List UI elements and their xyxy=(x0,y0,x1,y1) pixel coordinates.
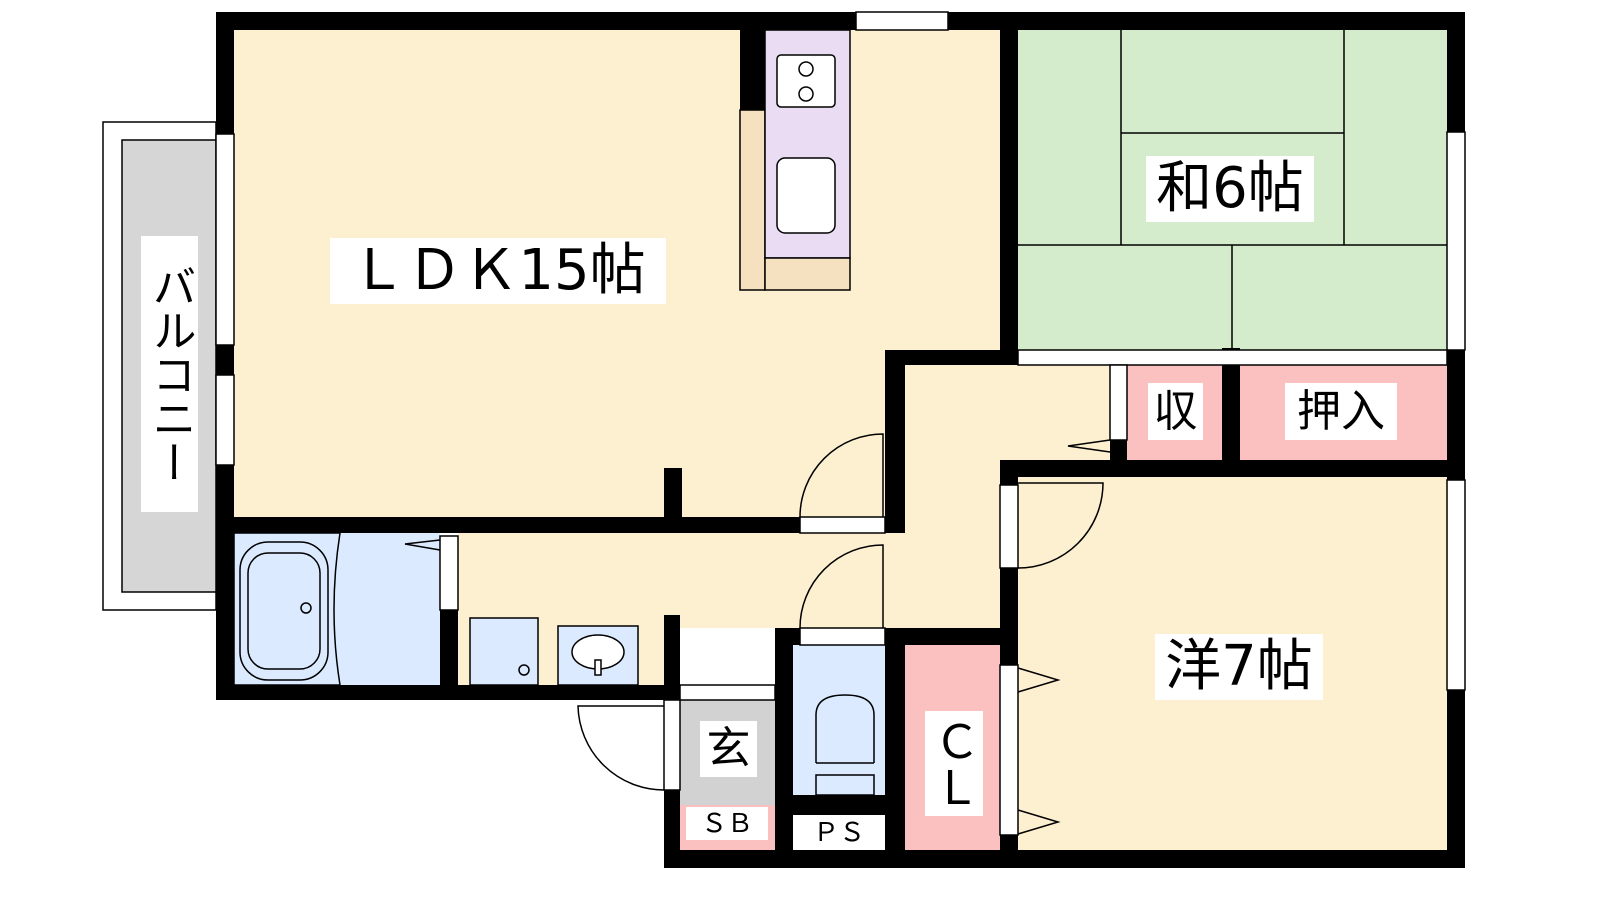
bathtub-icon xyxy=(233,532,341,686)
tatami-lines xyxy=(1018,30,1447,350)
room-label-oshiire: 押入 xyxy=(1285,383,1397,440)
toilet-floor xyxy=(793,645,885,795)
kitchen-counter xyxy=(739,29,851,291)
windows xyxy=(215,11,1466,836)
room-label-genkan: 玄 xyxy=(700,721,757,777)
sink-icon xyxy=(557,625,639,686)
room-label-shoe-box: ＳＢ xyxy=(686,807,768,840)
room-label-washitsu: 和6帖 xyxy=(1146,156,1314,222)
room-label-ldk: ＬＤＫ15帖 xyxy=(330,238,666,304)
door-swings xyxy=(404,433,1111,835)
room-label-storage: 収 xyxy=(1148,383,1203,440)
room-label-youshitsu: 洋7帖 xyxy=(1155,634,1323,700)
room-label-pipe-space: ＰＳ xyxy=(795,818,883,848)
room-label-balcony: バルコニー xyxy=(141,236,198,512)
washer-icon xyxy=(469,617,539,686)
room-label-closet: ＣＬ xyxy=(925,711,983,816)
